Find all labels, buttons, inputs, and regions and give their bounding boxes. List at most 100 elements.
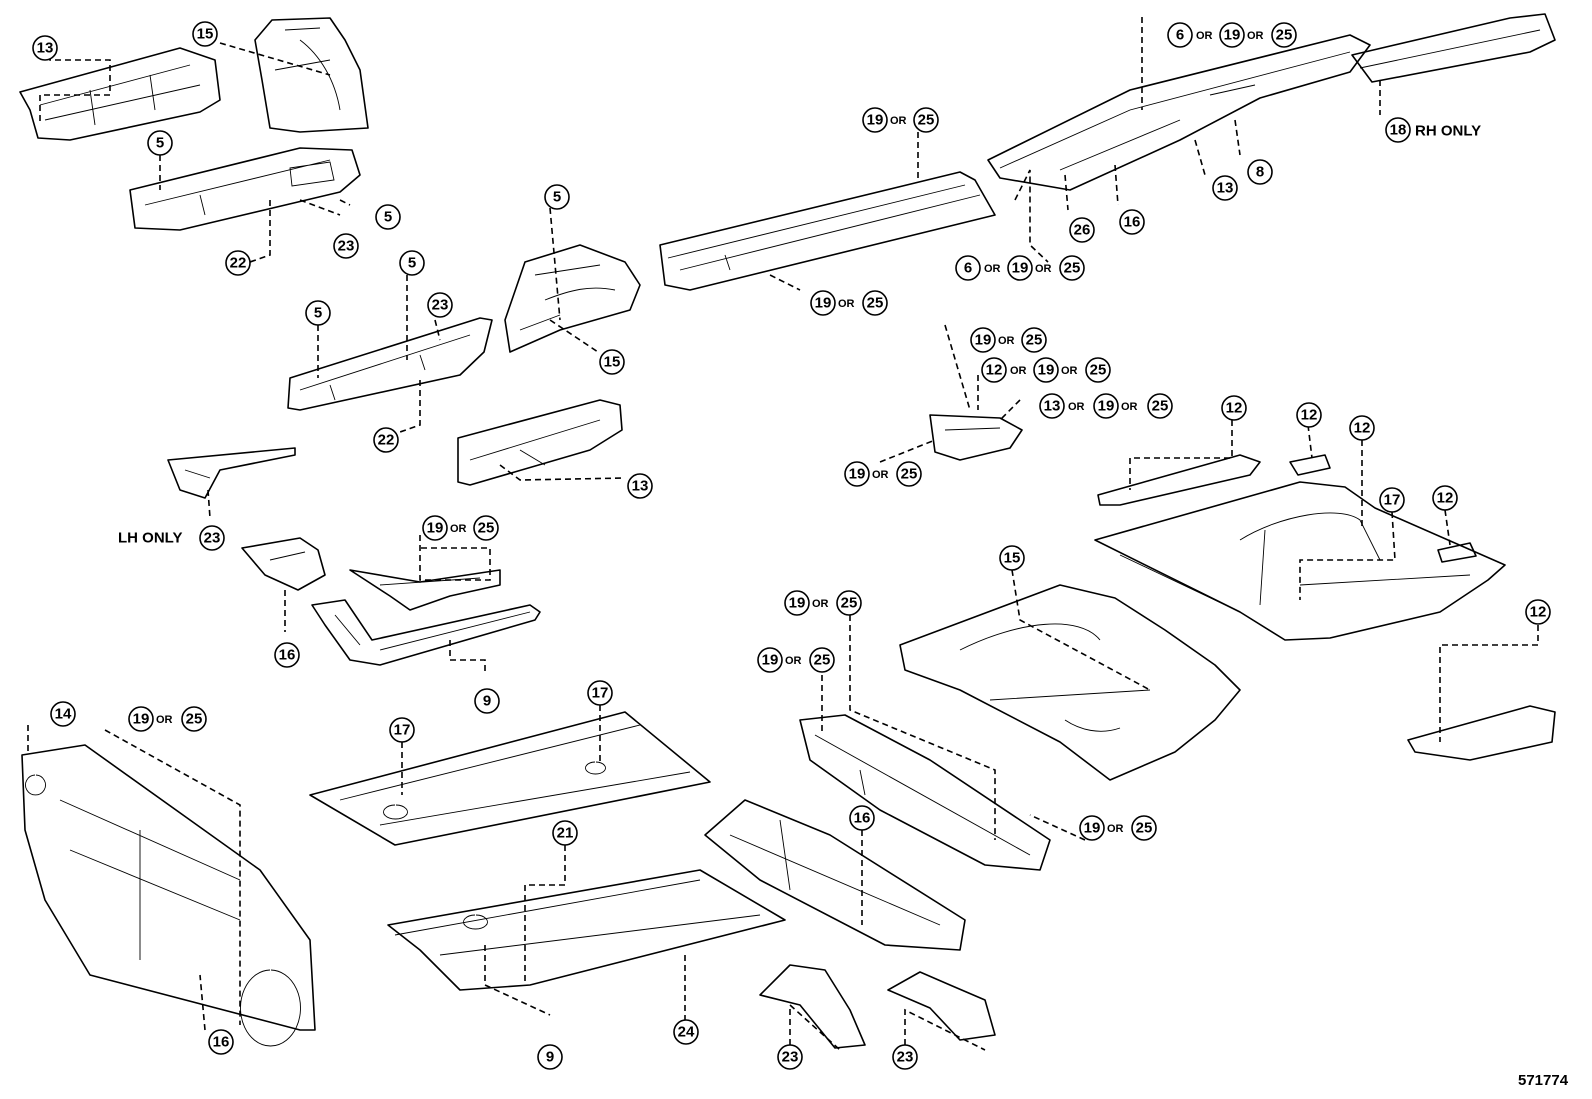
or-label: OR [890, 115, 907, 127]
callout-25: 25 [473, 515, 499, 541]
front-floor-side-member [287, 317, 493, 411]
callout-18: 18 [1385, 117, 1411, 143]
or-label: OR [1068, 401, 1085, 413]
svg-text:17: 17 [394, 722, 411, 739]
callout-19: 19 [1079, 815, 1105, 841]
callout-16: 16 [1119, 209, 1145, 235]
rh-only-note: RH ONLY [1415, 123, 1481, 140]
callout-19: 19 [1007, 255, 1033, 281]
callout-23: 23 [892, 1044, 918, 1070]
callout-6: 6 [1167, 22, 1193, 48]
callout-15: 15 [999, 545, 1025, 571]
callout-19: 19 [844, 461, 870, 487]
center-tunnel-reinforcement [799, 714, 1051, 871]
callout-13: 13 [1039, 393, 1065, 419]
or-label: OR [998, 335, 1015, 347]
callout-19: 19 [1093, 393, 1119, 419]
callout-25: 25 [1085, 357, 1111, 383]
svg-text:15: 15 [604, 354, 621, 371]
callout-12: 12 [1349, 415, 1375, 441]
dash-panel [21, 744, 316, 1047]
callout-25: 25 [809, 647, 835, 673]
callout-19: 19 [784, 590, 810, 616]
callout-5: 5 [375, 204, 401, 230]
svg-text:21: 21 [557, 825, 574, 842]
callout-17: 17 [587, 680, 613, 706]
front-floor-lower [387, 869, 786, 991]
or-label: OR [1247, 30, 1264, 42]
callout-23: 23 [777, 1044, 803, 1070]
svg-text:23: 23 [432, 297, 449, 314]
or-label: OR [1196, 30, 1213, 42]
or-label: OR [450, 523, 467, 535]
or-label: OR [812, 598, 829, 610]
callout-8: 8 [1247, 159, 1273, 185]
callout-16: 16 [274, 642, 300, 668]
callout-13: 13 [1212, 175, 1238, 201]
svg-text:19: 19 [1012, 260, 1029, 277]
rear-floor-side-member [987, 34, 1371, 191]
rear-side-member-extension-rh [1351, 13, 1556, 83]
callout-19: 19 [862, 107, 888, 133]
callout-24: 24 [673, 1019, 699, 1045]
svg-text:9: 9 [483, 693, 491, 710]
callout-19: 19 [1219, 22, 1245, 48]
svg-text:5: 5 [314, 305, 322, 322]
callout-19: 19 [422, 515, 448, 541]
callout-13: 13 [627, 473, 653, 499]
svg-text:25: 25 [867, 295, 884, 312]
callout-12: 12 [1525, 599, 1551, 625]
svg-text:15: 15 [1004, 550, 1021, 567]
or-label: OR [1035, 263, 1052, 275]
callout-26: 26 [1069, 217, 1095, 243]
svg-text:25: 25 [814, 652, 831, 669]
callout-25: 25 [1147, 393, 1173, 419]
callout-23: 23 [427, 292, 453, 318]
svg-text:5: 5 [408, 255, 416, 272]
callout-25: 25 [1059, 255, 1085, 281]
center-floor-pan [899, 584, 1241, 781]
svg-text:19: 19 [867, 112, 884, 129]
svg-text:13: 13 [1217, 180, 1234, 197]
or-label: OR [1121, 401, 1138, 413]
svg-text:25: 25 [478, 520, 495, 537]
callouts: 13 15 5 5 22 23 5 5 23 22 5 15 13 23 16 … [32, 21, 1551, 1070]
svg-text:13: 13 [1044, 398, 1061, 415]
callout-12: 12 [1432, 485, 1458, 511]
cowl-to-floor-brace [704, 799, 966, 951]
callout-21: 21 [552, 820, 578, 846]
svg-text:16: 16 [1124, 214, 1141, 231]
callout-5: 5 [544, 184, 570, 210]
callout-19: 19 [757, 647, 783, 673]
callout-25: 25 [836, 590, 862, 616]
svg-text:12: 12 [1354, 420, 1371, 437]
svg-text:19: 19 [975, 332, 992, 349]
svg-text:19: 19 [815, 295, 832, 312]
callout-22: 22 [373, 427, 399, 453]
callout-12: 12 [1296, 402, 1322, 428]
callout-25: 25 [181, 706, 207, 732]
front-apron-to-cowl-side [504, 244, 641, 353]
front-floor-pan [309, 711, 711, 846]
svg-text:14: 14 [55, 706, 72, 723]
bracket-16 [241, 537, 326, 591]
svg-text:19: 19 [762, 652, 779, 669]
callout-5: 5 [399, 250, 425, 276]
svg-text:23: 23 [338, 238, 355, 255]
svg-text:19: 19 [427, 520, 444, 537]
front-side-member-extension [129, 147, 361, 231]
lh-bracket [167, 447, 296, 499]
rocker-panel-inner [659, 171, 996, 291]
callout-14: 14 [50, 701, 76, 727]
svg-text:25: 25 [918, 112, 935, 129]
front-side-member-lh [19, 47, 221, 141]
svg-text:23: 23 [782, 1049, 799, 1066]
svg-text:16: 16 [213, 1034, 230, 1051]
svg-text:12: 12 [1530, 604, 1547, 621]
rear-bumper-reinforcement [1407, 705, 1556, 761]
callout-5: 5 [305, 300, 331, 326]
svg-text:19: 19 [849, 466, 866, 483]
callout-12: 12 [1221, 395, 1247, 421]
svg-text:5: 5 [553, 189, 561, 206]
